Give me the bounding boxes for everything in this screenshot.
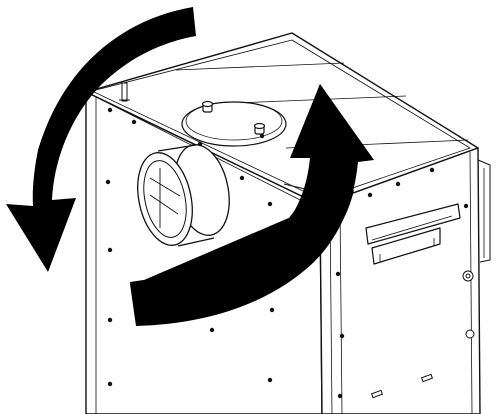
- lid-knob-right: [253, 122, 266, 135]
- rotate-left-arrow-icon: [6, 7, 196, 272]
- rotate-right-arrow-body: [130, 84, 374, 326]
- duct-collar: [137, 144, 230, 247]
- top-pin: [119, 82, 130, 102]
- inspection-lid: [181, 100, 287, 147]
- carry-handle: [365, 203, 461, 265]
- side-bolts: [370, 270, 475, 399]
- lid-knob-left: [201, 100, 214, 113]
